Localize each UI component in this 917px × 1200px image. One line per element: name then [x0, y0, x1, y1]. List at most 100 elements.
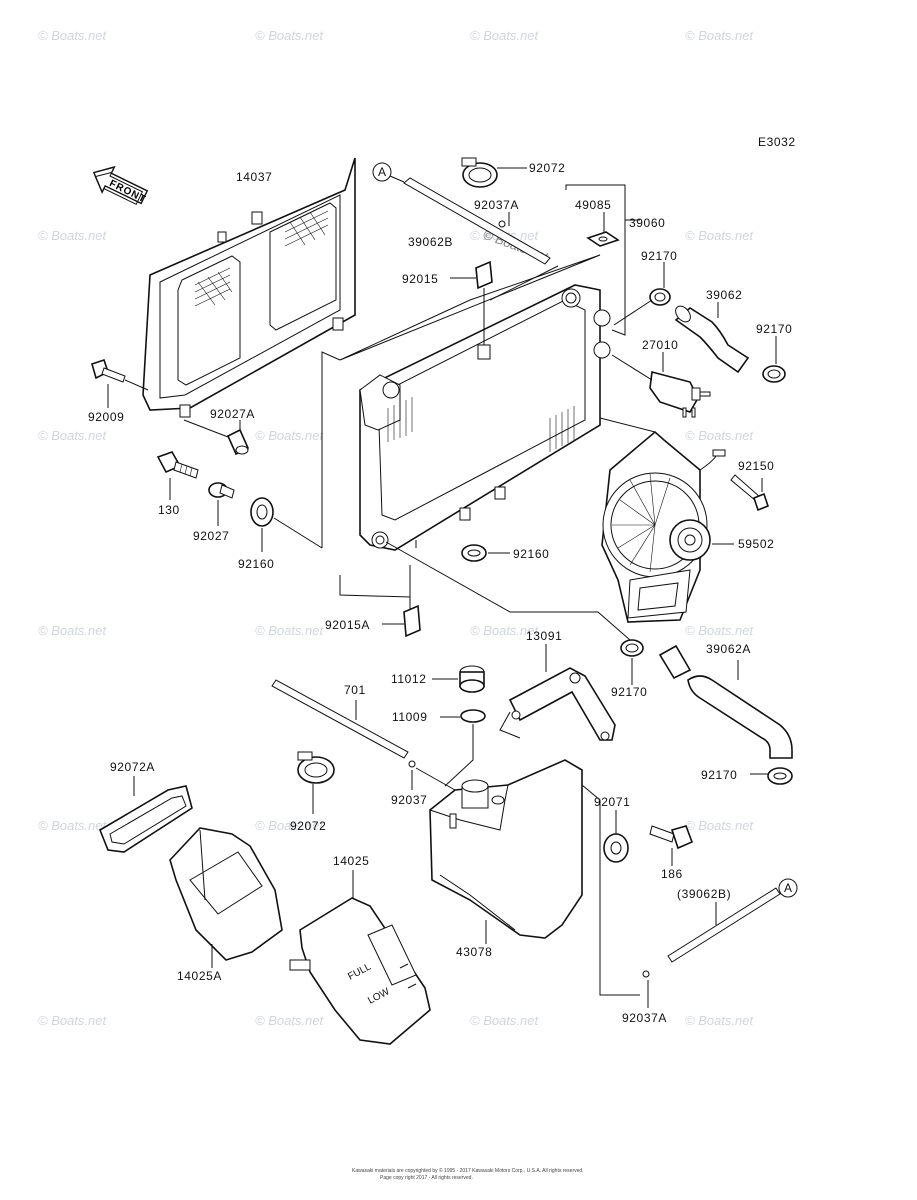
hose-clamp-92170 [762, 365, 786, 383]
watermark: © Boats.net [470, 1013, 540, 1028]
part-label-92170: 92170 [701, 768, 737, 782]
fan-switch-27010 [649, 370, 711, 418]
collar-92027 [208, 482, 235, 499]
ref-marker-a [372, 162, 392, 182]
part-label-92037A: 92037A [474, 198, 519, 212]
ref-marker-a-label: A [378, 165, 387, 179]
diagram-code: E3032 [758, 135, 796, 149]
part-label-92071: 92071 [594, 795, 630, 809]
mesh-icon [194, 203, 329, 307]
watermark: © Boats.net [255, 623, 325, 638]
part-label-11009: 11009 [392, 710, 427, 724]
part-labels: 14037 92072 92037A 49085 39060 39062B 92… [88, 161, 792, 1025]
bracket-13091 [508, 667, 616, 741]
part-label-92160: 92160 [238, 557, 274, 571]
part-label-11012: 11012 [391, 672, 426, 686]
radiator-screen [142, 157, 356, 418]
cover-14025A [169, 827, 283, 961]
part-label-92009: 92009 [88, 410, 124, 424]
part-label-92015: 92015 [402, 272, 438, 286]
watermark: © Boats.net [470, 28, 540, 43]
part-label-39062B-ref: (39062B) [677, 887, 731, 901]
fins-icon [387, 397, 575, 452]
part-label-130: 130 [158, 503, 180, 517]
hose-clamp-92170 [620, 639, 644, 657]
front-arrow-icon: FRONT [92, 165, 149, 205]
part-label-14025: 14025 [333, 854, 369, 868]
nut-92015 [475, 260, 493, 290]
part-label-92170: 92170 [611, 685, 647, 699]
grommet-92071 [603, 833, 629, 863]
watermark: © Boats.net [255, 818, 325, 833]
watermark: © Boats.net [38, 428, 108, 443]
bolt-130 [156, 451, 199, 479]
hose-39062A [658, 644, 793, 759]
ref-marker-a [778, 878, 798, 898]
watermark: © Boats.net [685, 818, 755, 833]
part-label-49085: 49085 [575, 198, 611, 212]
cooling-fan-59502 [601, 430, 726, 623]
hose-701 [271, 679, 409, 759]
part-label-92027A: 92027A [210, 407, 255, 421]
part-label-92072: 92072 [529, 161, 565, 175]
part-label-701: 701 [344, 683, 366, 697]
bolt-92009 [91, 358, 126, 383]
hose-clamp-92170 [767, 767, 793, 785]
part-label-92037: 92037 [391, 793, 427, 807]
watermark: © Boats.net [685, 1013, 755, 1028]
watermark: © Boats.net [685, 228, 755, 243]
watermark: © Boats.net [38, 623, 108, 638]
reservoir-tank-43078 [429, 759, 583, 939]
part-label-92150: 92150 [738, 459, 774, 473]
gasket-11009 [460, 709, 486, 723]
watermark-layer: © Boats.net © Boats.net © Boats.net © Bo… [38, 28, 755, 1028]
hose-clamp-92072 [297, 751, 335, 784]
part-label-92072: 92072 [290, 819, 326, 833]
cover-14025: FULL LOW [289, 897, 431, 1045]
bolt-186 [649, 825, 694, 850]
part-label-39060: 39060 [629, 216, 665, 230]
watermark: © Boats.net [685, 623, 755, 638]
watermark: © Boats.net [38, 818, 108, 833]
clip-92037A [642, 970, 650, 978]
part-label-39062B: 39062B [408, 235, 453, 249]
watermark: © Boats.net [470, 623, 540, 638]
watermark: © Boats.net [255, 28, 325, 43]
part-label-39062: 39062 [706, 288, 742, 302]
part-label-14025A: 14025A [177, 969, 222, 983]
part-label-27010: 27010 [642, 338, 678, 352]
nut-92015A [403, 604, 421, 638]
part-label-92015A: 92015A [325, 618, 370, 632]
rubber-49085 [586, 231, 620, 247]
copyright-text-line2: Page copy right 2017 - All rights reserv… [380, 1175, 473, 1181]
part-label-59502: 59502 [738, 537, 774, 551]
watermark: © Boats.net [685, 28, 755, 43]
clip-92037A [498, 220, 506, 228]
part-label-92072A: 92072A [110, 760, 155, 774]
part-label-14037: 14037 [236, 170, 272, 184]
overflow-pipe-39062B [667, 887, 781, 963]
bolt-92150 [730, 474, 769, 512]
ref-marker-a-label: A [784, 881, 793, 895]
part-label-92037A: 92037A [622, 1011, 667, 1025]
grommet-92160 [250, 497, 274, 527]
hose-clamp-92072 [461, 157, 498, 188]
radiator-core [339, 254, 611, 551]
watermark: © Boats.net [38, 1013, 108, 1028]
overflow-pipe-39062B [403, 177, 551, 265]
part-label-39062A: 39062A [706, 642, 751, 656]
bracket-92072A [99, 785, 193, 853]
hose-39062 [674, 305, 750, 374]
watermark: © Boats.net [38, 28, 108, 43]
part-label-43078: 43078 [456, 945, 492, 959]
collar-92027A [226, 428, 250, 456]
grommet-92160 [461, 544, 487, 562]
part-label-92170: 92170 [641, 249, 677, 263]
hose-clamp-92170 [649, 288, 671, 306]
part-label-92027: 92027 [193, 529, 229, 543]
part-label-13091: 13091 [526, 629, 562, 643]
part-label-186: 186 [661, 867, 683, 881]
clip-92037 [408, 760, 416, 768]
watermark: © Boats.net [38, 228, 108, 243]
